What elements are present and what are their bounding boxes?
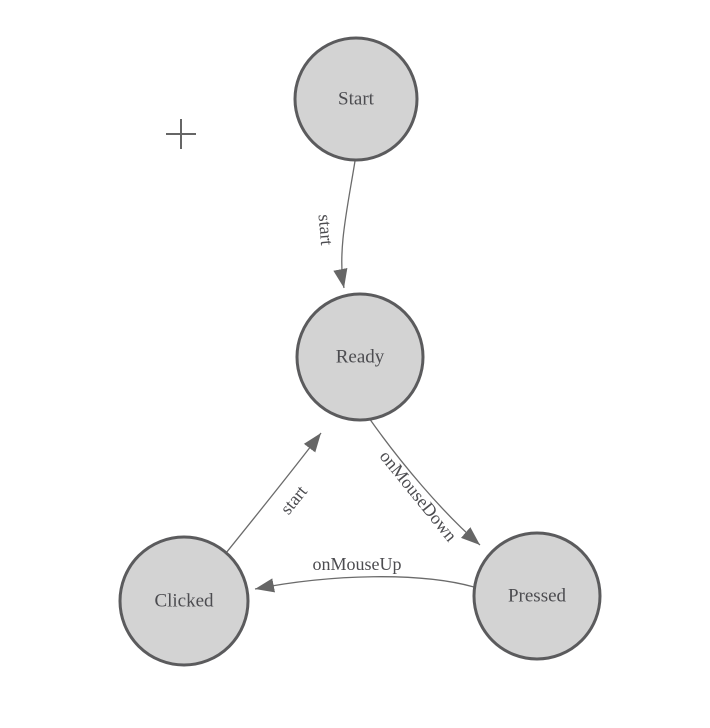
state-circle-clicked[interactable] xyxy=(118,535,250,667)
state-label-pressed: Pressed xyxy=(508,585,567,606)
cursor-layer xyxy=(166,119,196,149)
transition-line-clicked-to-ready[interactable] xyxy=(225,432,322,554)
state-node-ready[interactable]: Ready xyxy=(295,292,425,422)
state-circle-ready[interactable] xyxy=(295,292,425,422)
transition-label-start-to-ready: start xyxy=(315,214,338,247)
transition-clicked-to-ready[interactable]: start xyxy=(225,432,322,554)
transition-pressed-to-clicked[interactable]: onMouseUp xyxy=(254,554,475,593)
transition-line-pressed-to-clicked[interactable] xyxy=(254,576,475,593)
transition-line-ready-to-pressed[interactable] xyxy=(368,417,481,546)
state-circle-start[interactable] xyxy=(293,36,419,162)
state-node-clicked[interactable]: Clicked xyxy=(118,535,250,667)
transition-line-start-to-ready[interactable] xyxy=(333,160,356,289)
state-node-pressed[interactable]: Pressed xyxy=(472,531,602,661)
transition-label-clicked-to-ready: start xyxy=(276,481,311,518)
state-label-ready: Ready xyxy=(336,346,385,367)
transition-ready-to-pressed[interactable]: onMouseDown xyxy=(368,417,481,546)
state-label-clicked: Clicked xyxy=(154,590,214,611)
state-node-start[interactable]: Start xyxy=(293,36,419,162)
state-label-start: Start xyxy=(338,88,375,109)
transition-label-pressed-to-clicked: onMouseUp xyxy=(313,554,402,574)
transition-start-to-ready[interactable]: start xyxy=(315,160,356,289)
transition-label-ready-to-pressed: onMouseDown xyxy=(376,446,461,545)
state-circle-pressed[interactable] xyxy=(472,531,602,661)
